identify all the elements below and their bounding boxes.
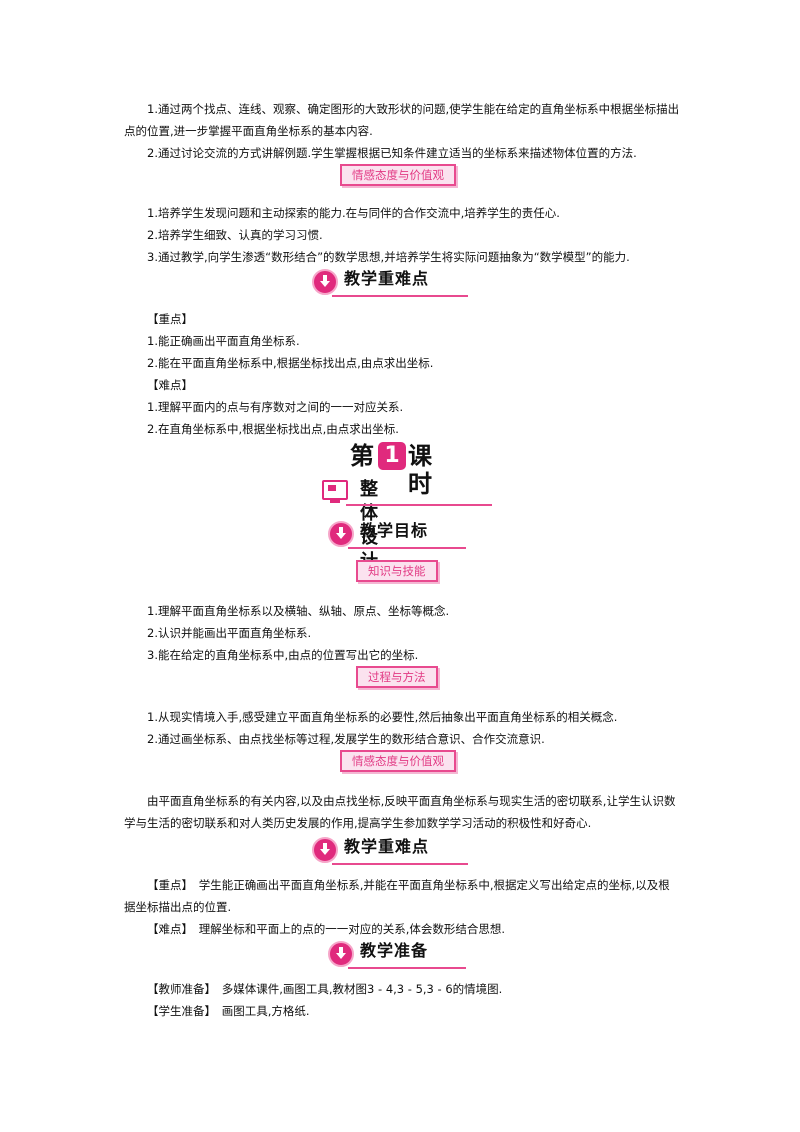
list-item: 1.能正确画出平面直角坐标系. (147, 334, 300, 348)
lesson-suffix: 课时 (408, 442, 432, 498)
down-arrow-icon (312, 837, 338, 863)
list-item: 2.通过画坐标系、由点找坐标等过程,发展学生的数形结合意识、合作交流意识. (147, 732, 545, 746)
section-heading-key-points: 教学重难点 (312, 836, 472, 866)
heading-underline (348, 547, 466, 549)
lesson-prefix: 第 (350, 442, 374, 470)
down-arrow-icon (328, 941, 354, 967)
paragraph-method-1: 1.通过两个找点、连线、观察、确定图形的大致形状的问题,使学生能在给定的直角坐标… (124, 102, 680, 138)
heading-underline (332, 295, 468, 297)
paragraph-teacher-prep: 【教师准备】 多媒体课件,画图工具,教材图3 - 4,3 - 5,3 - 6的情… (147, 982, 503, 996)
key-label: 【重点】 (147, 312, 193, 326)
down-arrow-icon (328, 521, 354, 547)
list-item: 2.能在平面直角坐标系中,根据坐标找出点,由点求出坐标. (147, 356, 434, 370)
list-item: 3.通过教学,向学生渗透“数形结合”的数学思想,并培养学生将实际问题抽象为“数学… (147, 250, 630, 264)
design-underline (346, 504, 492, 506)
heading-underline (332, 863, 468, 865)
badge-emotion-values: 情感态度与价值观 (340, 750, 456, 772)
list-item: 1.培养学生发现问题和主动探索的能力.在与同伴的合作交流中,培养学生的责任心. (147, 206, 560, 220)
badge-process-methods: 过程与方法 (356, 666, 438, 688)
lesson-number: 1 (378, 442, 406, 470)
heading-underline (348, 967, 466, 969)
paragraph-method-2: 2.通过讨论交流的方式讲解例题.学生掌握根据已知条件建立适当的坐标系来描述物体位… (147, 146, 637, 160)
list-item: 3.能在给定的直角坐标系中,由点的位置写出它的坐标. (147, 648, 419, 662)
list-item: 1.理解平面内的点与有序数对之间的一一对应关系. (147, 400, 404, 414)
down-arrow-icon (312, 269, 338, 295)
list-item: 2.培养学生细致、认真的学习习惯. (147, 228, 323, 242)
paragraph-student-prep: 【学生准备】 画图工具,方格纸. (147, 1004, 310, 1018)
section-heading-preparation: 教学准备 (328, 940, 478, 970)
difficulty-label: 【难点】 (147, 378, 193, 392)
paragraph-emotion: 由平面直角坐标系的有关内容,以及由点找坐标,反映平面直角坐标系与现实生活的密切联… (124, 794, 676, 830)
list-item: 1.理解平面直角坐标系以及横轴、纵轴、原点、坐标等概念. (147, 604, 450, 618)
heading-text: 教学准备 (360, 941, 429, 960)
badge-emotion-values: 情感态度与价值观 (340, 164, 456, 186)
list-item: 2.在直角坐标系中,根据坐标找出点,由点求出坐标. (147, 422, 399, 436)
heading-text: 教学重难点 (344, 837, 430, 856)
badge-knowledge-skills: 知识与技能 (356, 560, 438, 582)
section-heading-key-points: 教学重难点 (312, 268, 472, 298)
paragraph-difficulty: 【难点】 理解坐标和平面上的点的一一对应的关系,体会数形结合思想. (147, 922, 506, 936)
heading-text: 教学重难点 (344, 269, 430, 288)
monitor-icon (322, 480, 348, 500)
section-heading-goals: 教学目标 (328, 520, 478, 550)
list-item: 2.认识并能画出平面直角坐标系. (147, 626, 312, 640)
heading-text: 教学目标 (360, 521, 429, 540)
list-item: 1.从现实情境入手,感受建立平面直角坐标系的必要性,然后抽象出平面直角坐标系的相… (147, 710, 618, 724)
paragraph-key-point: 【重点】 学生能正确画出平面直角坐标系,并能在平面直角坐标系中,根据定义写出给定… (124, 878, 670, 914)
